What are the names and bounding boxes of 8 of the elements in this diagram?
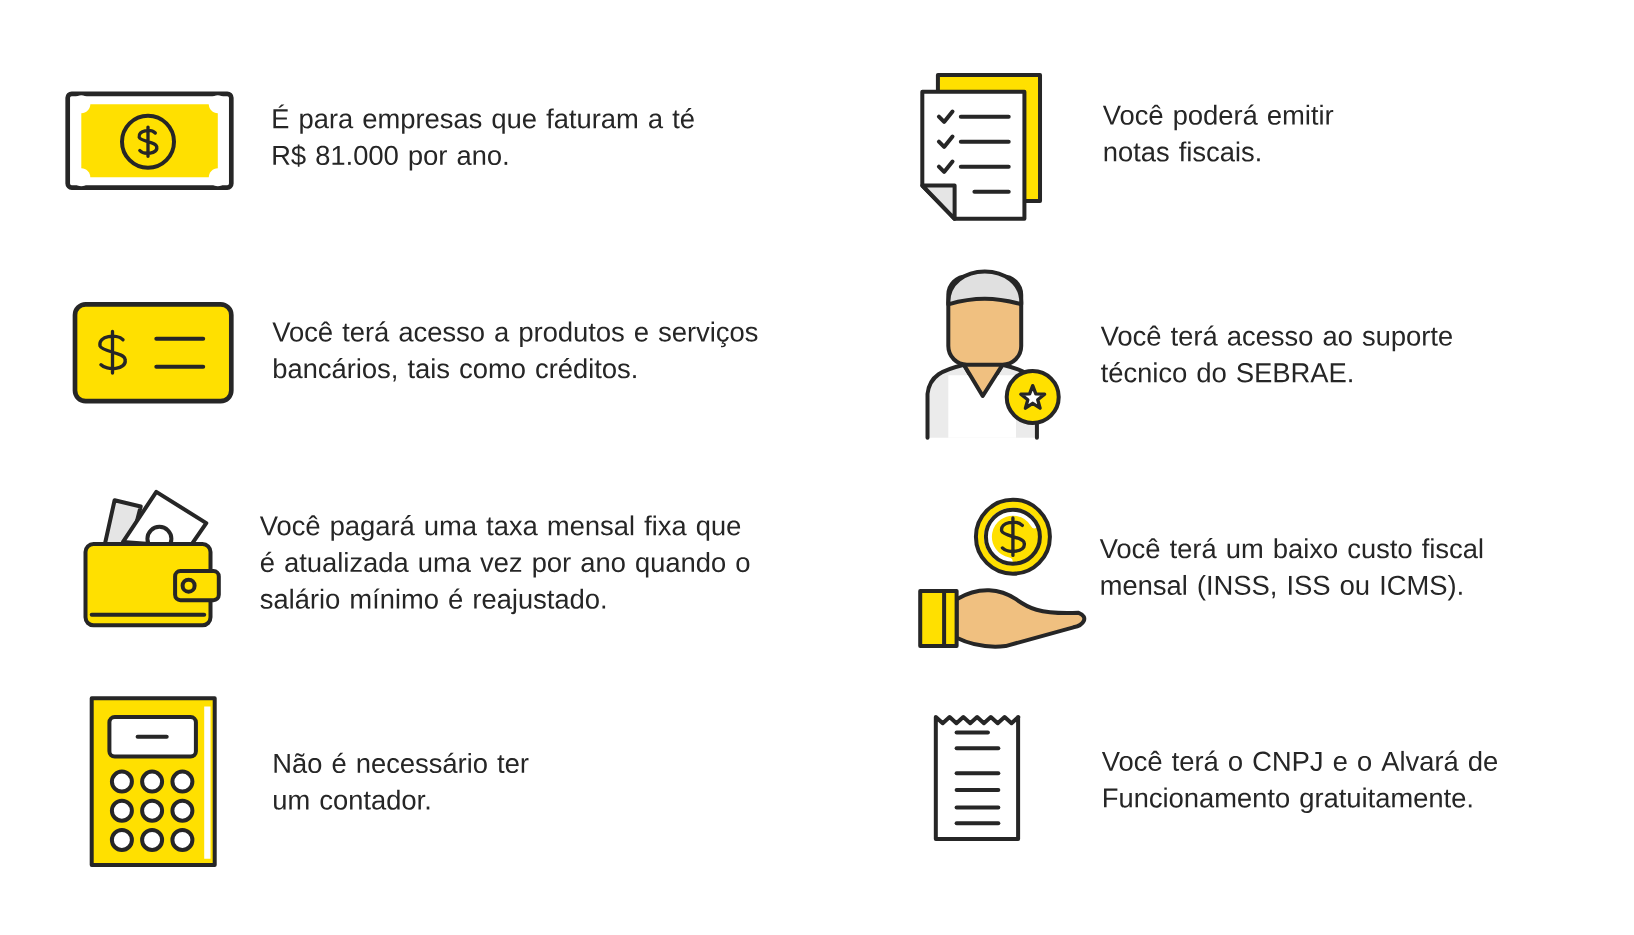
description-text: Você pagará uma taxa mensal fixa que é atualizada uma vez por ano quando o salário mínimo é reajustado.: [259, 515, 750, 615]
description-text: Você terá acesso a produtos e serviços bancários, tais como créditos.: [272, 321, 758, 382]
description-text: Você terá acesso ao suporte técnico do SEBRAE.: [1100, 325, 1452, 383]
description-text: Você terá um baixo custo fiscal mensal (INSS, ISS ou ICMS).: [1099, 538, 1483, 601]
description-text: Não é necessário ter um contador.: [274, 752, 529, 810]
description-text: Você poderá emitir notas fiscais.: [1102, 104, 1334, 162]
description-text: Você terá o CNPJ e o Alvará de Funcionamento gratuitamente.: [1101, 750, 1497, 814]
description-text: É para empresas que faturam a té R$ 81.000 por ano.: [273, 104, 694, 171]
